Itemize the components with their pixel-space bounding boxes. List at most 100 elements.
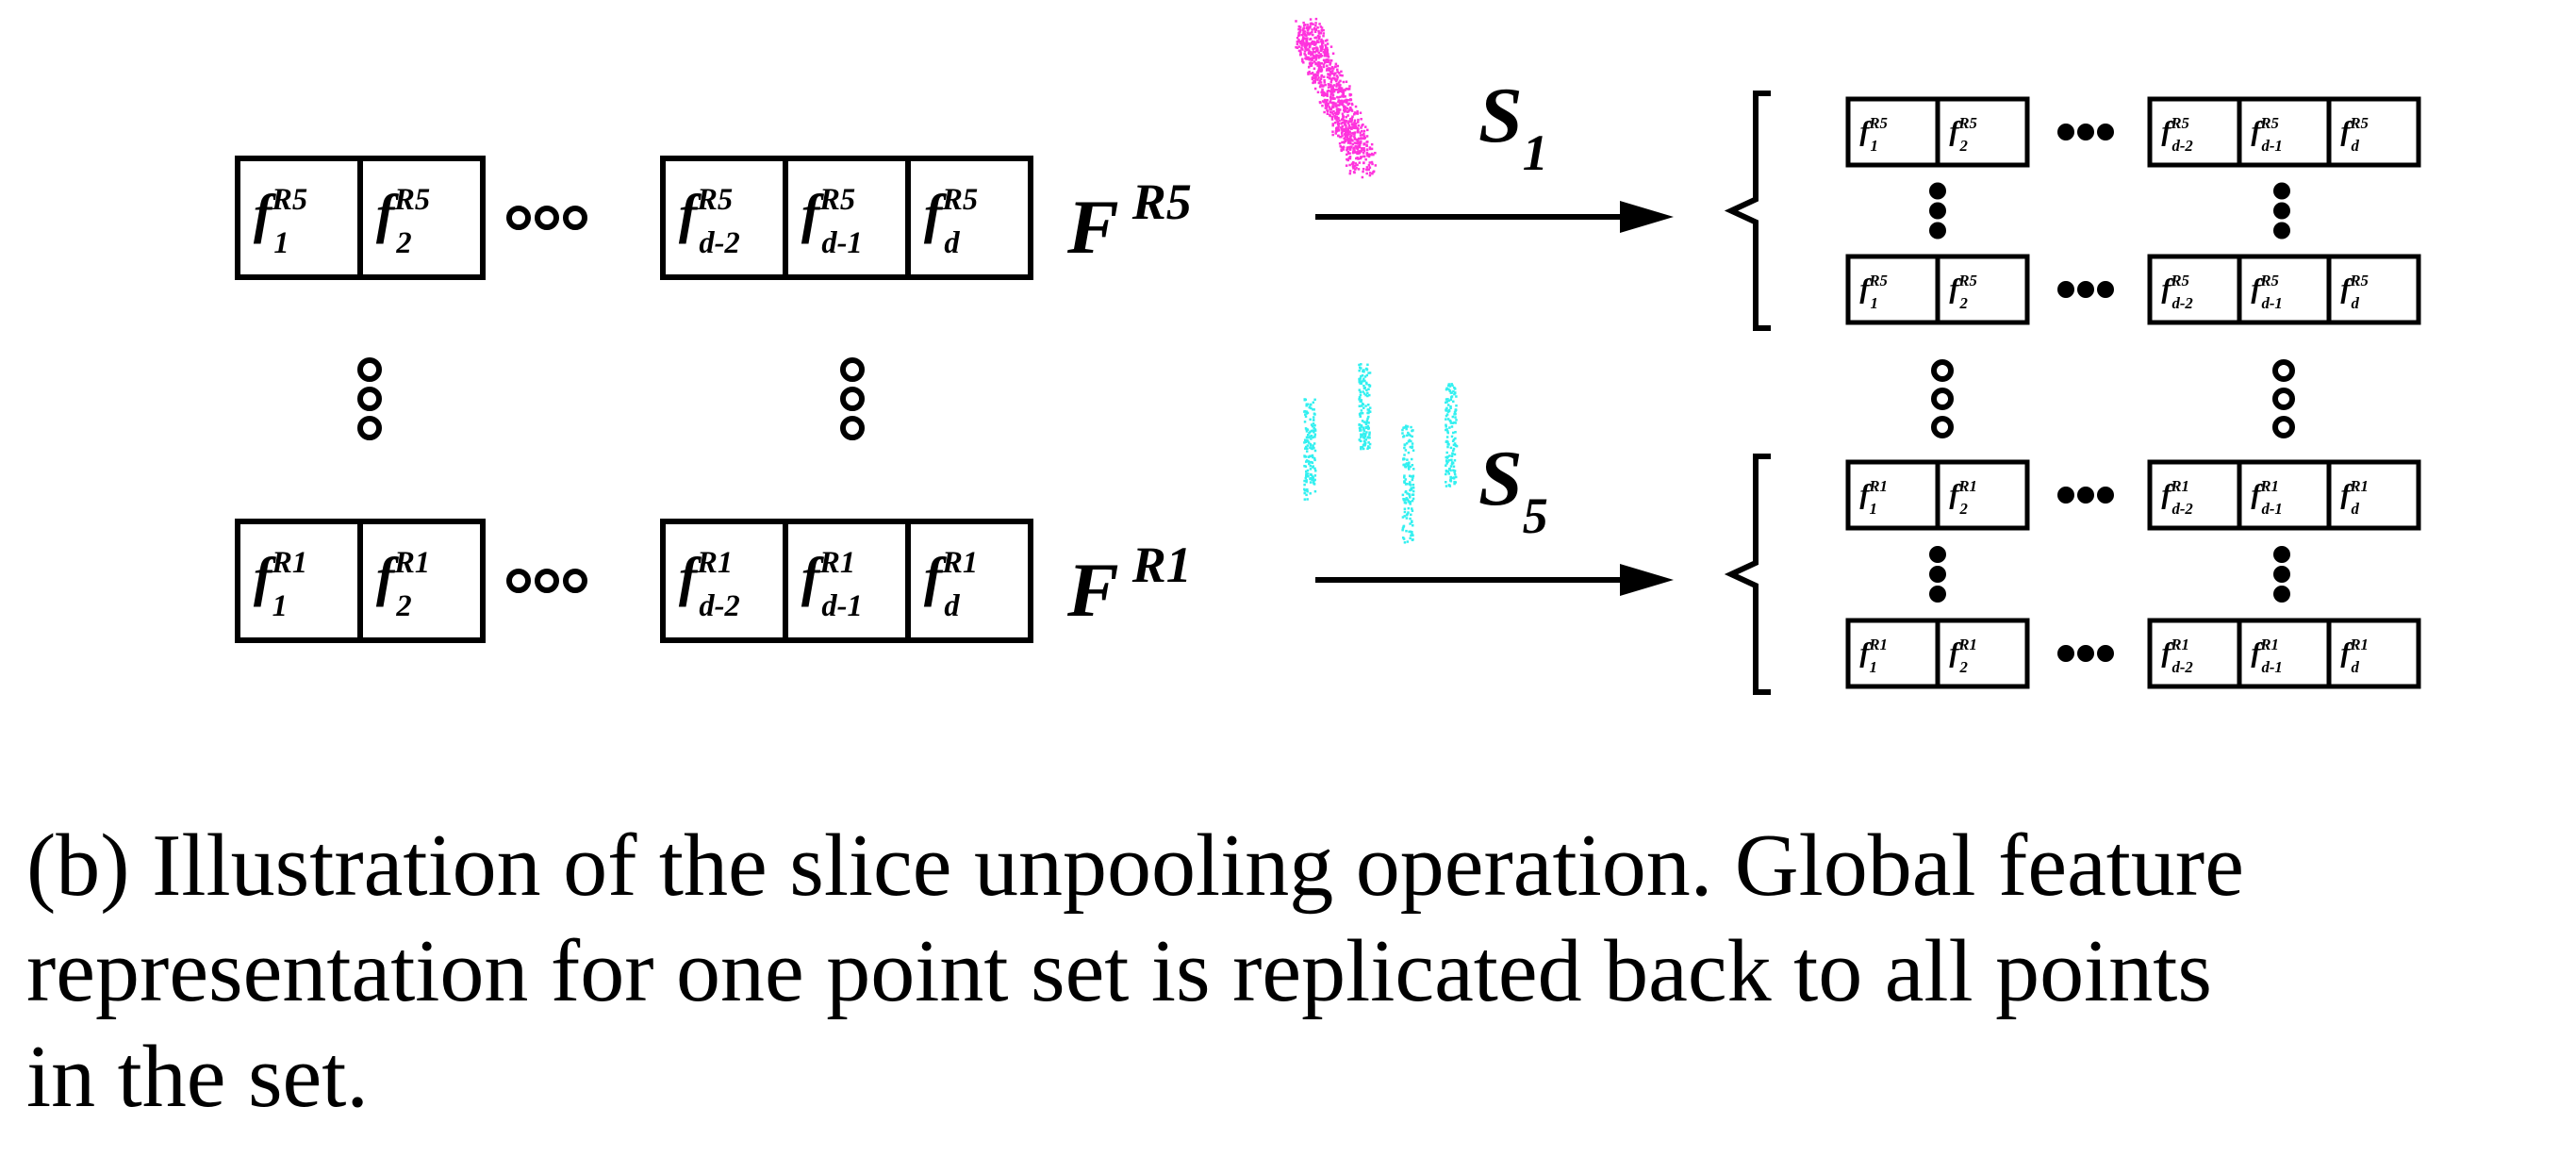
cloud-point (1362, 142, 1366, 145)
cloud-point (1353, 151, 1356, 154)
cloud-point (1333, 117, 1337, 120)
cloud-point (1329, 67, 1332, 71)
cloud-point (1411, 509, 1414, 512)
cloud-point (1452, 400, 1455, 404)
cloud-point (1316, 91, 1320, 94)
cloud-point (1303, 491, 1306, 495)
cloud-point (1314, 41, 1317, 44)
cloud-point (1448, 484, 1451, 487)
cloud-point (1326, 52, 1329, 56)
cloud-point (1353, 121, 1356, 124)
cloud-point (1358, 145, 1362, 149)
cloud-point (1372, 171, 1375, 173)
cloud-point (1303, 30, 1307, 33)
cloud-point (1360, 436, 1362, 438)
cloud-point (1316, 74, 1319, 77)
cloud-point (1343, 119, 1346, 123)
cloud-point (1453, 411, 1457, 414)
cloud-point (1346, 140, 1350, 142)
cloud-point (1313, 79, 1317, 83)
cloud-point (1448, 426, 1451, 429)
cloud-point (1332, 74, 1336, 76)
cloud-point (1349, 138, 1353, 141)
cloud-point (1410, 513, 1412, 517)
cloud-point (1404, 483, 1408, 486)
cloud-point (1296, 46, 1299, 49)
cloud-point (1340, 70, 1343, 74)
cloud-point (1412, 487, 1415, 489)
cloud-point (1306, 37, 1309, 40)
cloud-point (1345, 164, 1348, 167)
cloud-point (1445, 451, 1448, 454)
cloud-point (1324, 92, 1327, 95)
cloud-point (1365, 420, 1369, 422)
cloud-point (1367, 163, 1371, 167)
cloud-point (1344, 108, 1347, 111)
cloud-point (1329, 77, 1333, 80)
cloud-point (1331, 113, 1335, 116)
cloud-point (1364, 405, 1367, 407)
cloud-point (1322, 34, 1325, 38)
cloud-point (1368, 166, 1372, 169)
cloud-point (1364, 367, 1368, 371)
cloud-point (1412, 483, 1415, 487)
cloud-point (1359, 412, 1362, 415)
cloud-point (1322, 51, 1326, 54)
cloud-point (1362, 439, 1366, 443)
ellipsis-dot (840, 387, 865, 411)
cloud-point (1302, 30, 1305, 33)
cloud-point (1360, 409, 1363, 412)
cloud-point (1362, 392, 1366, 395)
cloud-point (1310, 473, 1313, 476)
cloud-point (1316, 47, 1319, 50)
cloud-point (1363, 125, 1367, 128)
cloud-point (1328, 76, 1331, 80)
cloud-point (1445, 401, 1447, 405)
cloud-point (1304, 46, 1308, 49)
cloud-point (1343, 128, 1346, 131)
cloud-point (1403, 474, 1406, 477)
cloud-point (1296, 42, 1299, 46)
cloud-point (1333, 97, 1336, 100)
cloud-point (1329, 114, 1331, 118)
cloud-point (1335, 129, 1339, 133)
cloud-point (1307, 51, 1311, 55)
cloud-point (1409, 501, 1412, 504)
cloud-point (1346, 88, 1350, 91)
cloud-point (1409, 488, 1412, 492)
cloud-point (1445, 413, 1449, 416)
ellipsis-dot (840, 416, 865, 440)
cloud-point (1404, 489, 1408, 493)
cloud-point (1307, 56, 1310, 59)
cloud-point (1296, 40, 1299, 43)
cloud-point (1305, 412, 1309, 415)
cloud-point (1360, 374, 1362, 378)
cloud-point (1309, 38, 1312, 41)
cloud-point (1310, 438, 1313, 440)
cloud-point (1412, 476, 1414, 479)
cloud-point (1307, 72, 1310, 74)
cloud-point (1362, 152, 1365, 155)
cloud-point (1342, 92, 1345, 96)
cloud-point (1311, 53, 1314, 56)
cloud-point (1445, 436, 1449, 438)
cloud-point (1368, 172, 1372, 174)
cloud-point (1307, 41, 1310, 45)
cloud-point (1315, 49, 1319, 53)
cloud-point (1326, 90, 1329, 93)
cloud-point (1368, 433, 1371, 437)
cloud-point (1321, 45, 1324, 48)
slice-point-cloud-cyan (1303, 363, 1459, 544)
cloud-point (1367, 155, 1371, 158)
cloud-point (1329, 85, 1332, 89)
cloud-point (1329, 45, 1333, 48)
cloud-point (1304, 43, 1308, 46)
cloud-point (1449, 446, 1453, 450)
cloud-point (1447, 399, 1450, 403)
cloud-point (1303, 498, 1307, 501)
cloud-point (1404, 449, 1408, 452)
cloud-point (1346, 103, 1349, 107)
